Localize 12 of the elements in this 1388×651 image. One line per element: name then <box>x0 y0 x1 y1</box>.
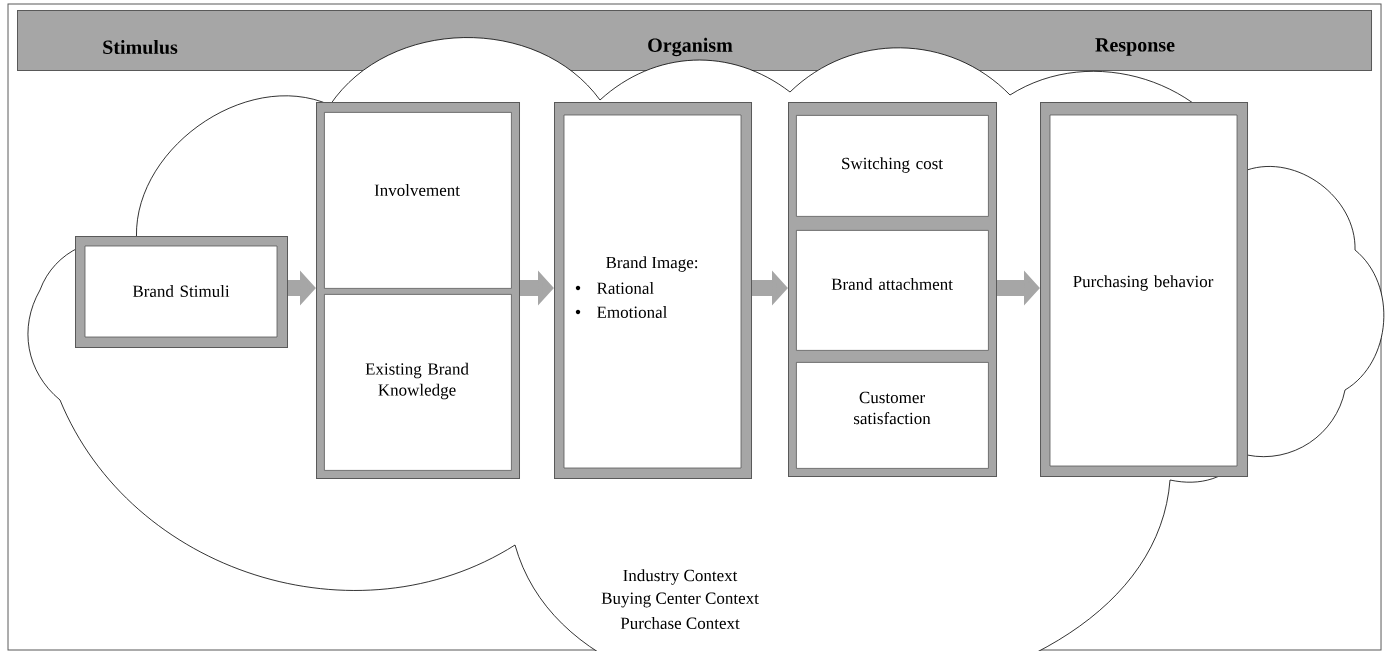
node-label: Buying Center Context <box>601 592 759 608</box>
header-band: Stimulus Organism Response <box>17 10 1372 71</box>
text-box: Brand attachment <box>796 230 989 351</box>
framed-box: Brand Image: Rational Emotional <box>554 102 752 479</box>
text-box: Switching cost <box>796 115 989 217</box>
text-box: Existing Brand Knowledge <box>324 294 512 471</box>
framed-box: Purchasing behavior <box>1040 102 1248 477</box>
framed-box: Brand Stimuli <box>75 236 288 348</box>
node-label: Industry Context <box>623 569 738 585</box>
node-label: Purchase Context <box>620 617 740 629</box>
text-box: Involvement <box>324 112 512 289</box>
text-box: Customer satisfaction <box>796 362 989 469</box>
